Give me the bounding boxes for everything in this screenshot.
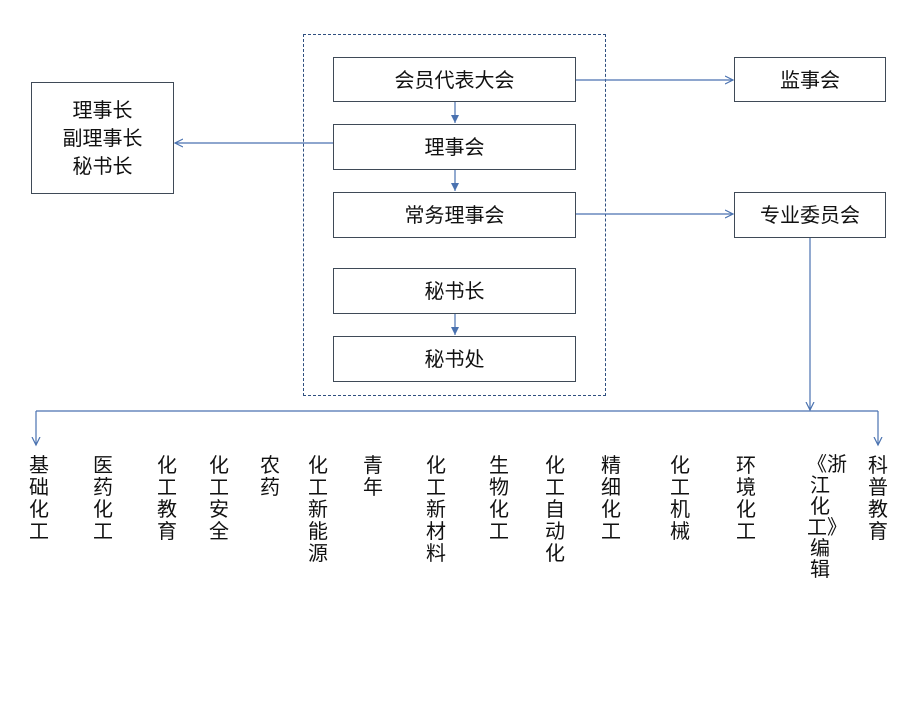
council-box: 理事会 <box>333 124 576 170</box>
leader-chairman: 理事长 <box>72 98 133 122</box>
committee-chemical-machinery: 化工机械 <box>670 453 690 543</box>
committee-journal-editorial: 《浙江化工》编辑 <box>807 452 847 581</box>
committee-environmental-chemical: 环境化工 <box>736 453 756 543</box>
standing-council-box: 常务理事会 <box>333 192 576 238</box>
committee-label: 专业委员会 <box>760 203 860 227</box>
general-assembly-label: 会员代表大会 <box>394 67 515 92</box>
committee-automation: 化工自动化 <box>545 453 565 565</box>
secretariat-label: 秘书处 <box>424 347 485 371</box>
standing-council-label: 常务理事会 <box>404 203 505 227</box>
committee-pesticide: 农药 <box>260 453 280 499</box>
leaders-box: 理事长 副理事长 秘书长 <box>31 82 174 194</box>
committee-chemical-education: 化工教育 <box>157 453 177 543</box>
committee-bio-chemical: 生物化工 <box>489 453 509 543</box>
committee-chemical-safety: 化工安全 <box>209 453 229 543</box>
supervisors-box: 监事会 <box>734 57 886 102</box>
secretary-general-label: 秘书长 <box>424 279 485 303</box>
supervisors-label: 监事会 <box>780 67 840 92</box>
committee-fine-chemical: 精细化工 <box>601 453 621 543</box>
leader-vice-chairman: 副理事长 <box>62 126 143 150</box>
committee-box: 专业委员会 <box>734 192 886 238</box>
secretariat-box: 秘书处 <box>333 336 576 382</box>
committee-new-materials: 化工新材料 <box>426 453 446 565</box>
committee-science-popularization: 科普教育 <box>868 453 888 543</box>
council-label: 理事会 <box>424 135 485 159</box>
committee-basic-chemical: 基础化工 <box>29 453 49 543</box>
general-assembly-box: 会员代表大会 <box>333 57 576 102</box>
secretary-general-box: 秘书长 <box>333 268 576 314</box>
committee-youth: 青年 <box>363 453 383 499</box>
committee-new-energy: 化工新能源 <box>308 453 328 565</box>
core-organs-group <box>303 34 606 396</box>
committee-pharma-chemical: 医药化工 <box>93 453 113 543</box>
leader-secretary-general: 秘书长 <box>72 154 133 178</box>
